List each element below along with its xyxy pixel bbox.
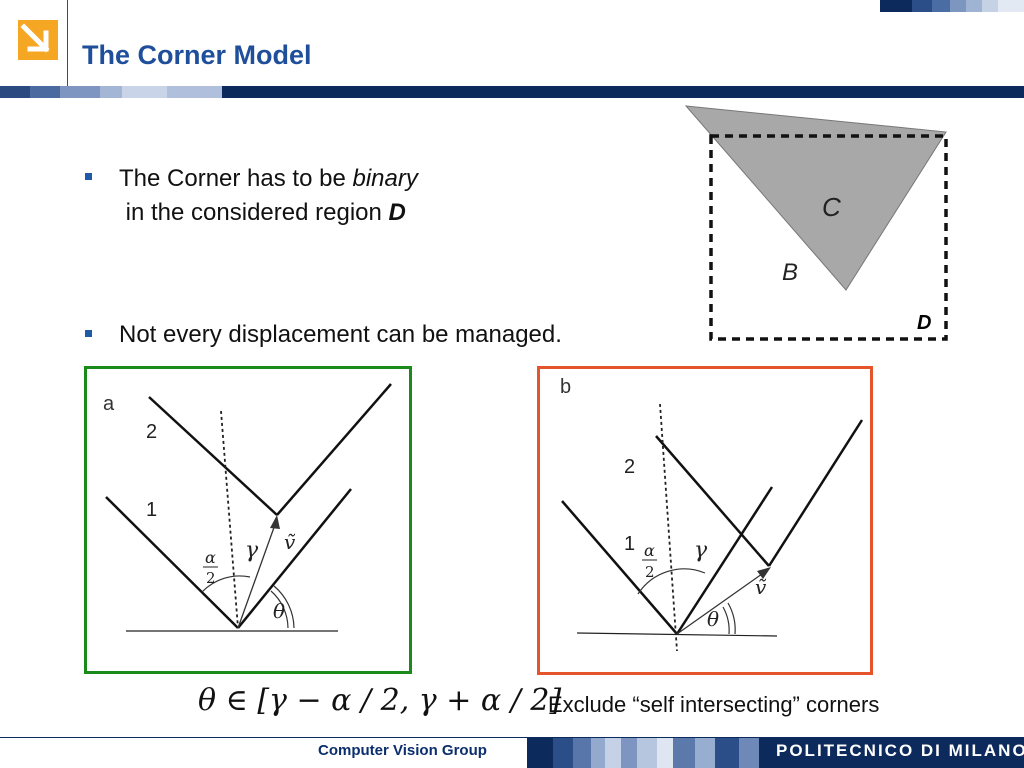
arrow-down-right-icon <box>18 20 58 60</box>
panel-a-v: ṽ <box>284 530 296 554</box>
logo-divider <box>67 0 68 88</box>
label-d: D <box>917 312 931 334</box>
logo <box>0 0 70 85</box>
panel-b-theta: θ <box>707 607 719 631</box>
footer-line <box>0 737 1024 738</box>
panel-b-alpha-denominator: 2 <box>645 563 655 581</box>
footer-brand: POLITECNICO DI MILANO <box>776 741 1024 760</box>
panel-a-gamma: γ <box>245 538 259 563</box>
header-bar <box>0 86 1024 98</box>
bullet-marker <box>85 173 92 180</box>
bullet-2: Not every displacement can be managed. <box>119 321 562 348</box>
footer-group-name: Computer Vision Group <box>318 742 487 759</box>
panel-b-v: ṽ <box>755 575 767 599</box>
bullet-1-line-2: in the considered region D <box>119 199 406 226</box>
panel-b-line-1-label: 1 <box>624 533 635 555</box>
page-title: The Corner Model <box>82 40 312 70</box>
formula: θ ∈ [γ − α / 2, γ + α / 2] <box>198 683 562 718</box>
region-diagram: C B D <box>684 105 948 341</box>
bullet-1-line-1: The Corner has to be binary <box>119 165 418 192</box>
panel-a-alpha: α <box>205 548 216 567</box>
panel-a-line-2-label: 2 <box>146 421 157 443</box>
note-text: Exclude “self intersecting” corners <box>548 692 880 717</box>
panel-b-gamma: γ <box>694 538 708 563</box>
label-b: B <box>782 259 798 286</box>
label-c: C <box>822 192 841 222</box>
panel-b-alpha: α <box>644 541 655 560</box>
panel-a: a 2 1 α 2 γ θ ṽ <box>84 366 412 674</box>
panel-a-alpha-denominator: 2 <box>206 569 216 587</box>
footer-stripe <box>527 738 1024 768</box>
panel-a-label: a <box>103 393 115 415</box>
header-stripe <box>880 0 1024 12</box>
bullet-marker <box>85 330 92 337</box>
panel-a-theta: θ <box>273 599 285 623</box>
panel-a-line-1-label: 1 <box>146 499 157 521</box>
panel-b-label: b <box>560 376 571 398</box>
panel-b-line-2-label: 2 <box>624 456 635 478</box>
bold-emphasis: D <box>388 199 406 226</box>
panel-b: b 2 1 α 2 γ θ ṽ <box>537 366 873 675</box>
italic-emphasis: binary <box>352 165 418 192</box>
